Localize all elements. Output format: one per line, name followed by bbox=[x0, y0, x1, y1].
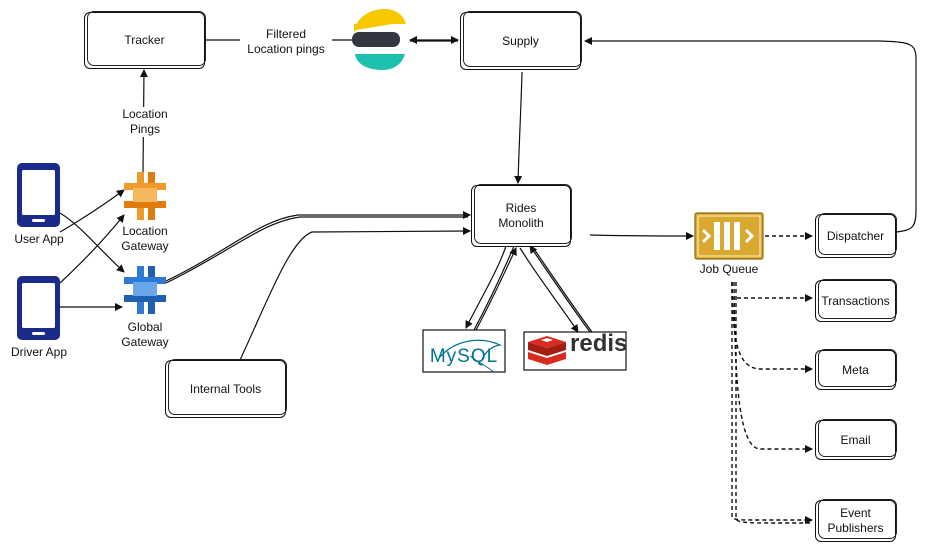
event-publishers-label: Event Publishers bbox=[827, 506, 884, 535]
mysql-wordmark: MySQL bbox=[429, 346, 499, 367]
edge-driver-locgw bbox=[59, 214, 125, 284]
supply-label: Supply bbox=[502, 33, 539, 48]
job-queue-icon bbox=[694, 212, 764, 260]
phone-icon bbox=[17, 163, 60, 227]
email-node[interactable]: Email bbox=[815, 419, 897, 460]
api-gateway-icon bbox=[124, 266, 166, 314]
edge-queue-transactions bbox=[731, 282, 813, 302]
redis-wordmark: redis bbox=[570, 330, 628, 357]
mysql-logo bbox=[422, 329, 506, 373]
edge-rides-redis bbox=[519, 247, 579, 333]
supply-node[interactable]: Supply bbox=[460, 11, 582, 70]
edge-dispatcher-supply bbox=[584, 37, 917, 233]
edge-queue-email bbox=[733, 281, 813, 453]
rides-monolith-node[interactable]: Rides Monolith bbox=[471, 184, 572, 247]
api-gateway-icon bbox=[124, 172, 166, 220]
location-pings-label: Location Pings bbox=[110, 107, 180, 137]
transactions-label: Transactions bbox=[821, 293, 890, 308]
email-label: Email bbox=[840, 432, 871, 447]
tracker-label: Tracker bbox=[124, 33, 165, 47]
transactions-node[interactable]: Transactions bbox=[815, 279, 897, 322]
driver-app-label: Driver App bbox=[10, 345, 68, 359]
elasticsearch-icon bbox=[352, 9, 406, 70]
edge-queue-meta bbox=[731, 281, 813, 373]
internal-tools-node[interactable]: Internal Tools bbox=[165, 359, 287, 418]
rides-monolith-label: Rides Monolith bbox=[498, 201, 544, 230]
internal-tools-label: Internal Tools bbox=[189, 381, 262, 396]
dispatcher-label: Dispatcher bbox=[826, 228, 885, 243]
edge-queue-events bbox=[731, 282, 813, 524]
tracker-node[interactable]: Tracker bbox=[84, 11, 206, 69]
event-publishers-node[interactable]: Event Publishers bbox=[815, 499, 897, 542]
phone-icon bbox=[17, 276, 60, 340]
edge-tools-rides bbox=[239, 227, 471, 361]
edge-user-globalgw bbox=[59, 212, 125, 273]
meta-label: Meta bbox=[842, 362, 869, 377]
edge-supply-rides bbox=[514, 71, 523, 184]
edge-globalgw-rides bbox=[165, 211, 471, 282]
location-gateway-label: Location Gateway bbox=[121, 224, 169, 253]
dispatcher-node[interactable]: Dispatcher bbox=[815, 213, 897, 258]
user-app-label: User App bbox=[14, 232, 64, 246]
global-gateway-label: Global Gateway bbox=[121, 320, 169, 349]
edge-rides-queue bbox=[589, 231, 694, 240]
edge-user-locgw bbox=[59, 189, 125, 233]
redis-logo bbox=[523, 331, 627, 371]
edge-rides-mysql bbox=[465, 245, 507, 329]
meta-node[interactable]: Meta bbox=[815, 349, 897, 390]
filtered-location-pings-label: Filtered Location pings bbox=[240, 27, 332, 57]
job-queue-label: Job Queue bbox=[699, 262, 759, 276]
